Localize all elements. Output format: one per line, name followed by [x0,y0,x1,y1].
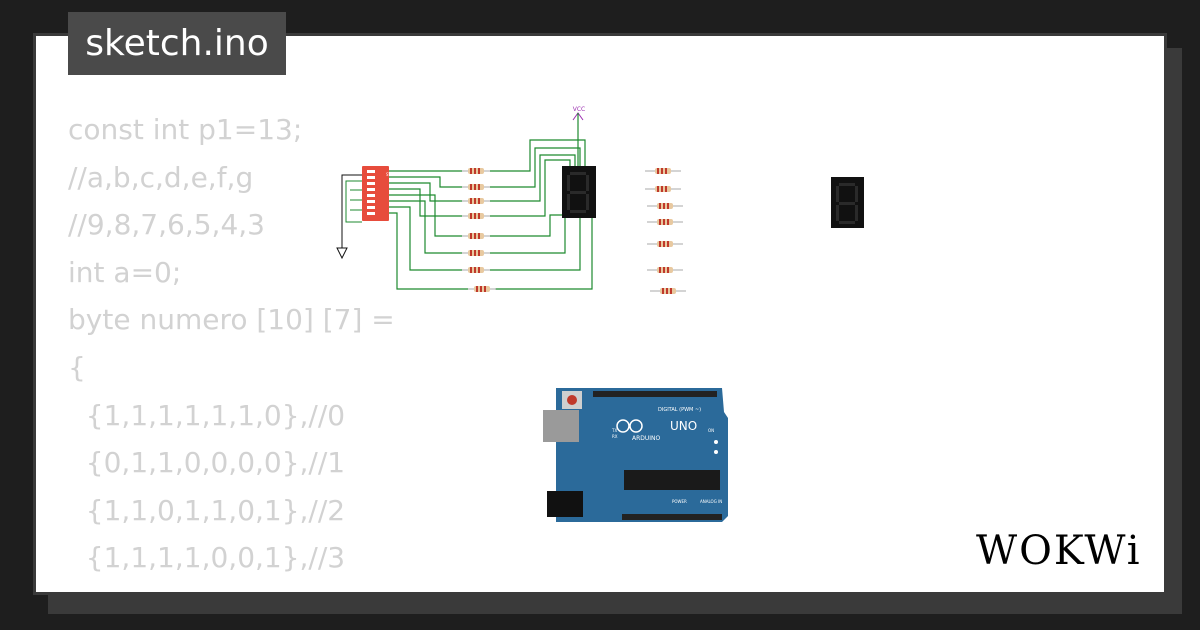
power-jack [547,491,583,517]
rx-label: RX [612,434,618,439]
code-line: { [68,350,86,384]
seven-segment-display-2[interactable] [831,177,864,228]
arduino-uno-board[interactable]: UNO ARDUINO DIGITAL (PWM ~) POWER ANALOG… [543,388,728,522]
file-title-tab: sketch.ino [68,12,286,75]
code-preview: const int p1=13; //a,b,c,d,e,f,g //9,8,7,6… [68,106,395,592]
board-brand: ARDUINO [632,435,661,442]
code-line: byte numero [10] [7] = [68,303,395,337]
resistor-group-loose [645,168,686,294]
code-line: {0,1,1,0,0,1,1},//4 [68,582,395,592]
digital-header [593,391,717,397]
power-analog-header [622,514,722,520]
code-line: {1,1,1,1,1,1,0},//0 [68,398,346,432]
ground-symbol [336,174,367,260]
wires [389,139,596,290]
resistor-group-connected [462,168,496,292]
microcontroller-chip [624,470,720,490]
dip-label: SW1 [386,172,395,177]
code-line: //9,8,7,6,5,4,3 [68,208,265,242]
board-model: UNO [670,419,697,433]
tx-label: TX [611,428,617,433]
code-line: {1,1,0,1,1,0,1},//2 [68,493,346,527]
code-line: {0,1,1,0,0,0,0},//1 [68,446,346,480]
power-label: POWER [672,499,687,504]
seven-segment-display[interactable] [562,166,596,218]
code-line: //a,b,c,d,e,f,g [68,160,254,194]
code-line: const int p1=13; [68,113,303,146]
digital-label: DIGITAL (PWM ~) [658,407,701,413]
wokwi-logo: WOKWi [976,528,1142,574]
dip-switch[interactable]: SW1 [345,166,395,223]
code-line: {1,1,1,1,0,0,1},//3 [68,541,346,575]
analog-label: ANALOG IN [700,499,722,504]
usb-port [543,410,579,442]
code-line: int a=0; [68,255,182,289]
vcc-label: VCC [573,106,585,113]
preview-card: const int p1=13; //a,b,c,d,e,f,g //9,8,7,6… [33,33,1167,595]
on-label: ON [708,428,714,433]
